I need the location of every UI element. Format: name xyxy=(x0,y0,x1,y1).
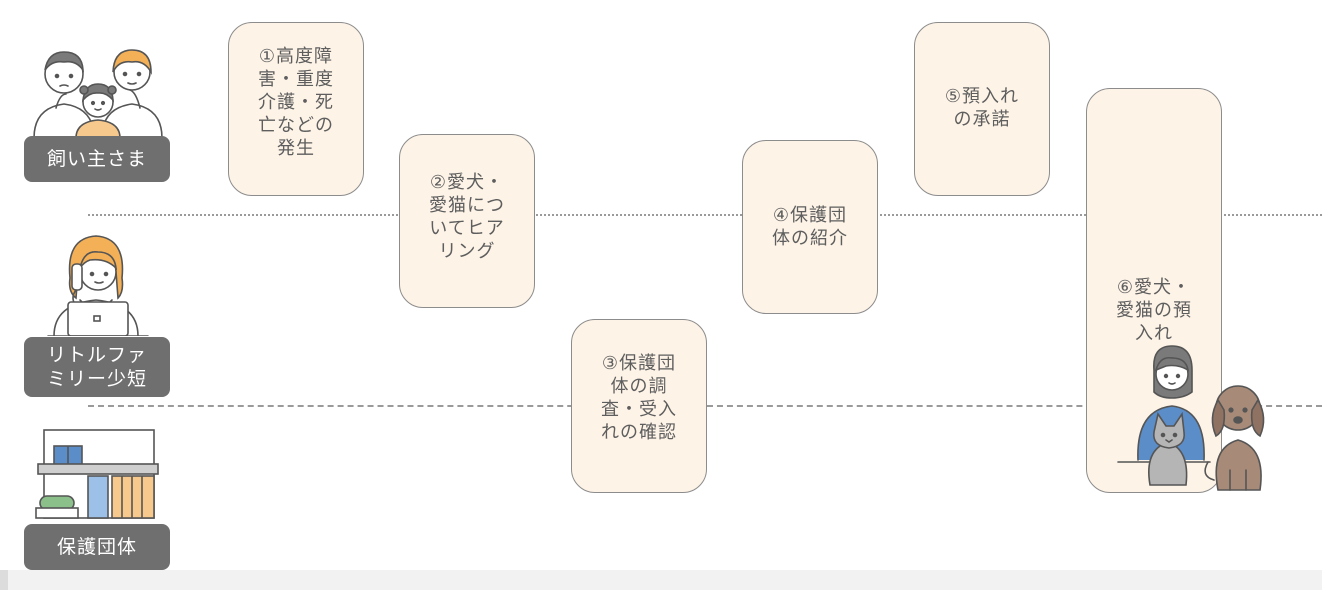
step-3-shelter-investigation: ③保護団 体の調 査・受入 れの確認 xyxy=(571,319,707,493)
lane-divider-owner-little-family xyxy=(88,214,1322,216)
bottom-band-edge xyxy=(0,570,8,590)
step-6-text: ⑥愛犬・ 愛猫の預 入れ xyxy=(1116,277,1192,344)
step-2-pet-hearing: ②愛犬・ 愛猫につ いてヒア リング xyxy=(399,134,535,308)
bottom-band xyxy=(0,570,1322,590)
step-5-consent: ⑤預入れ の承諾 xyxy=(914,22,1050,196)
lane-label-little-family: リトルファ ミリー少短 xyxy=(24,337,170,397)
shelter-building-icon xyxy=(35,429,159,519)
family-icon xyxy=(33,49,163,138)
step-1-incident-occurrence: ①高度障 害・重度 介護・死 亡などの 発生 xyxy=(228,22,364,196)
lane-label-owner: 飼い主さま xyxy=(24,136,170,182)
lane-label-shelter: 保護団体 xyxy=(24,524,170,570)
operator-icon xyxy=(47,235,149,336)
caretaker-with-pets-icon xyxy=(1117,345,1265,491)
step-4-shelter-introduction: ④保護団 体の紹介 xyxy=(742,140,878,314)
